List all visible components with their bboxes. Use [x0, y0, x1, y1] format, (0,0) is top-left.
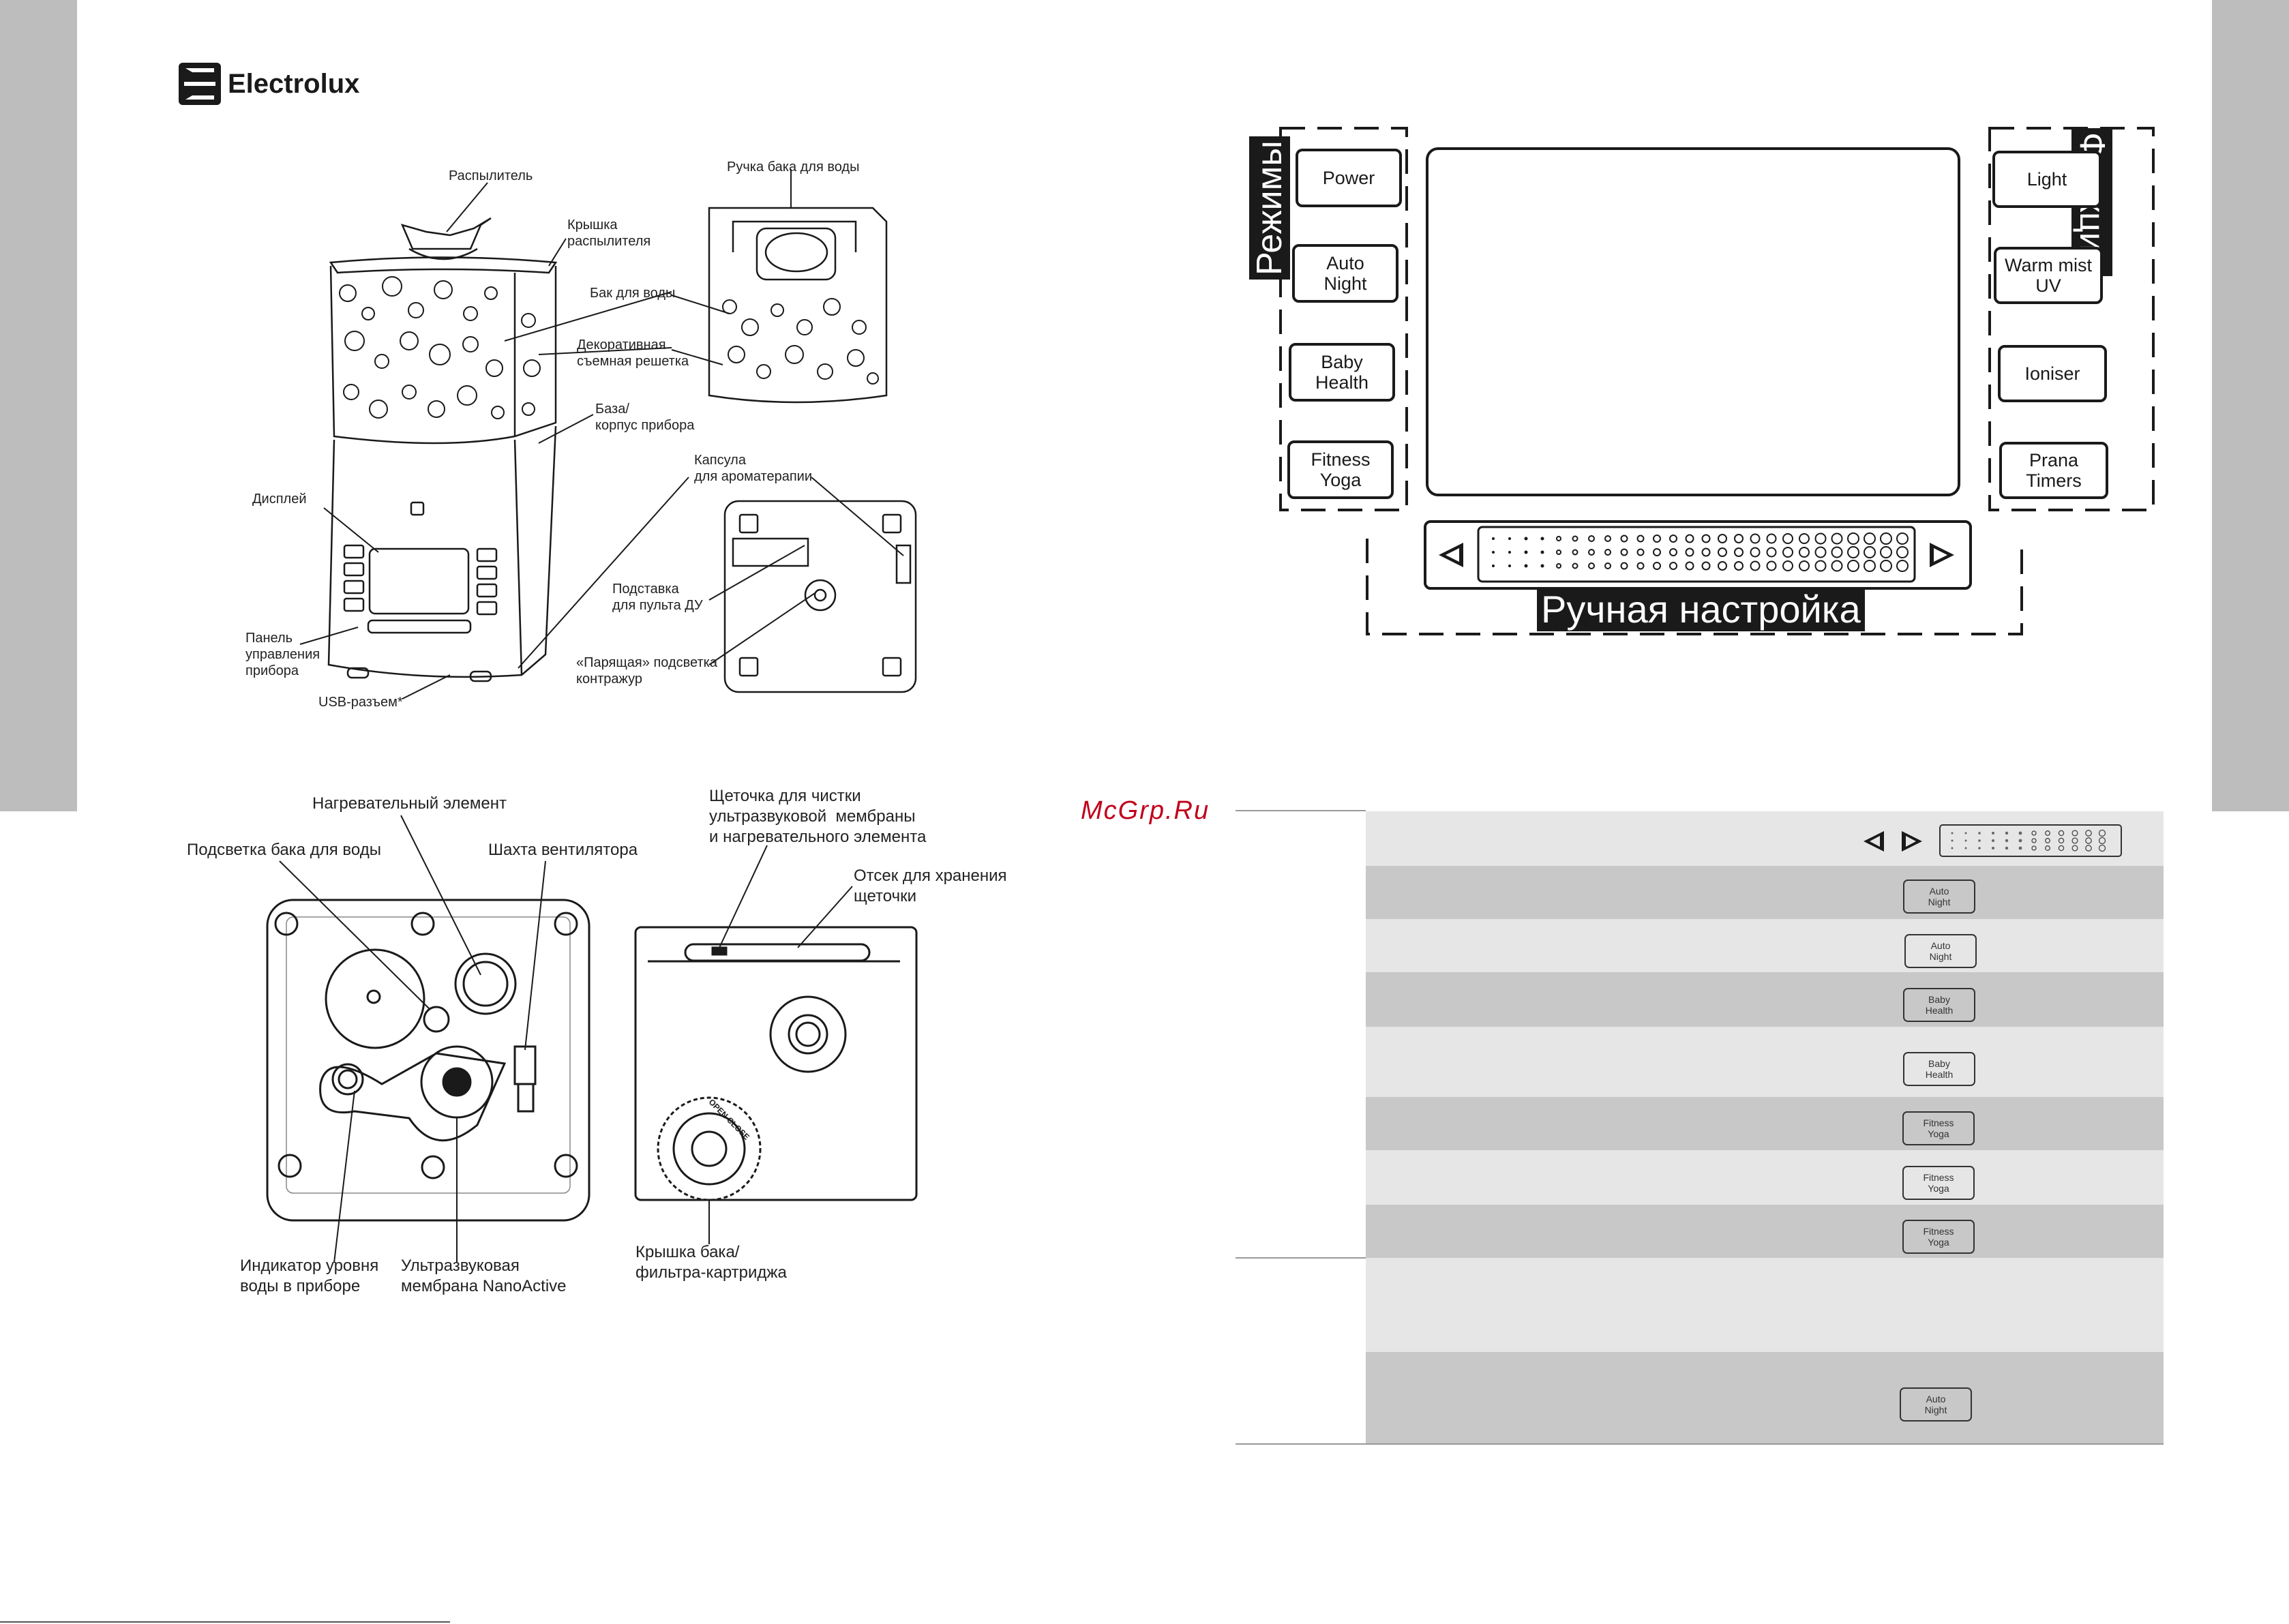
row-button-fitness-yoga: Fitness Yoga [1902, 1220, 1975, 1254]
interior-diagram [266, 815, 918, 1263]
label-brush-storage: Отсек для хранения щеточки [854, 867, 1007, 905]
triangle-left-icon[interactable] [1436, 540, 1466, 570]
table-bottom-rule [1236, 1443, 2164, 1445]
label-tank-cap: Крышка бака/ фильтра-картриджа [635, 1243, 787, 1282]
row-button-fitness-yoga: Fitness Yoga [1902, 1111, 1975, 1145]
label-heater: Нагревательный элемент [312, 794, 507, 813]
panel-frames [1279, 127, 2155, 635]
light-button[interactable]: Light [1992, 151, 2101, 208]
label-level-indicator: Индикатор уровня воды в приборе [240, 1257, 379, 1295]
label-usb: USB-разъем* [318, 695, 403, 710]
prana-timers-button[interactable]: Prana Timers [1999, 442, 2108, 499]
bottom-rule [0, 1621, 450, 1623]
label-fan-shaft: Шахта вентилятора [488, 841, 638, 859]
electrolux-logo-mark-icon [179, 63, 221, 105]
label-remote-stand: Подставка для пульта ДУ [612, 582, 703, 613]
auto-night-button[interactable]: Auto Night [1292, 244, 1398, 303]
table-row [1366, 1027, 2164, 1097]
row-button-fitness-yoga: Fitness Yoga [1902, 1166, 1975, 1200]
label-display: Дисплей [252, 492, 307, 507]
row-button-auto-night: Auto Night [1903, 879, 1975, 914]
label-brush: Щеточка для чистки ультразвуковой мембра… [709, 787, 927, 846]
label-atomizer: Распылитель [449, 168, 533, 183]
ioniser-button[interactable]: Ioniser [1998, 345, 2107, 402]
table-row [1366, 1097, 2164, 1150]
table-row [1366, 866, 2164, 919]
triangle-right-icon[interactable] [1927, 540, 1957, 570]
table-row [1366, 1352, 2164, 1443]
label-base: База/ корпус прибора [595, 402, 695, 433]
power-button[interactable]: Power [1296, 149, 1402, 207]
label-aroma-capsule: Капсула для ароматерапии [694, 453, 813, 484]
warm-mist-uv-button[interactable]: Warm mist UV [1994, 247, 2103, 304]
brand-name: Electrolux [228, 68, 360, 99]
table-row [1366, 1258, 2164, 1352]
right-page-edge [2212, 0, 2289, 811]
label-atomizer-cover: Крышка распылителя [567, 217, 651, 249]
table-mid-rule [1236, 1257, 1366, 1259]
table-top-rule [1236, 810, 1366, 811]
electrolux-logo: Electrolux [179, 63, 359, 105]
modes-title: Режимы [1249, 136, 1290, 280]
watermark: McGrp.Ru [1081, 796, 1210, 825]
label-floating-light: «Парящая» подсветка контражур [576, 655, 717, 687]
row-button-auto-night: Auto Night [1904, 934, 1977, 968]
mini-right-arrow-icon [1902, 831, 1922, 852]
baby-health-button[interactable]: Baby Health [1289, 343, 1395, 402]
mini-left-arrow-icon [1864, 831, 1884, 852]
label-water-tank: Бак для воды [590, 286, 676, 301]
row-button-baby-health: Baby Health [1903, 988, 1975, 1022]
label-tank-light: Подсветка бака для воды [187, 841, 381, 859]
product-diagram [299, 169, 917, 700]
label-control-panel: Панель управления прибора [245, 631, 320, 678]
left-page-edge [0, 0, 77, 811]
row-button-auto-night: Auto Night [1900, 1387, 1972, 1422]
manual-title: Ручная настройка [1537, 588, 1865, 631]
mini-slider-icon [1939, 824, 2122, 857]
label-membrane: Ультразвуковая мембрана NanoActive [401, 1257, 567, 1295]
table-row [1366, 972, 2164, 1027]
table-row [1366, 1205, 2164, 1258]
table-row [1366, 919, 2164, 972]
table-row [1366, 1150, 2164, 1205]
label-decor-grille: Декоративная съемная решетка [577, 337, 689, 369]
fitness-yoga-button[interactable]: Fitness Yoga [1287, 440, 1394, 499]
row-button-baby-health: Baby Health [1903, 1052, 1975, 1086]
label-tank-handle: Ручка бака для воды [727, 160, 860, 175]
